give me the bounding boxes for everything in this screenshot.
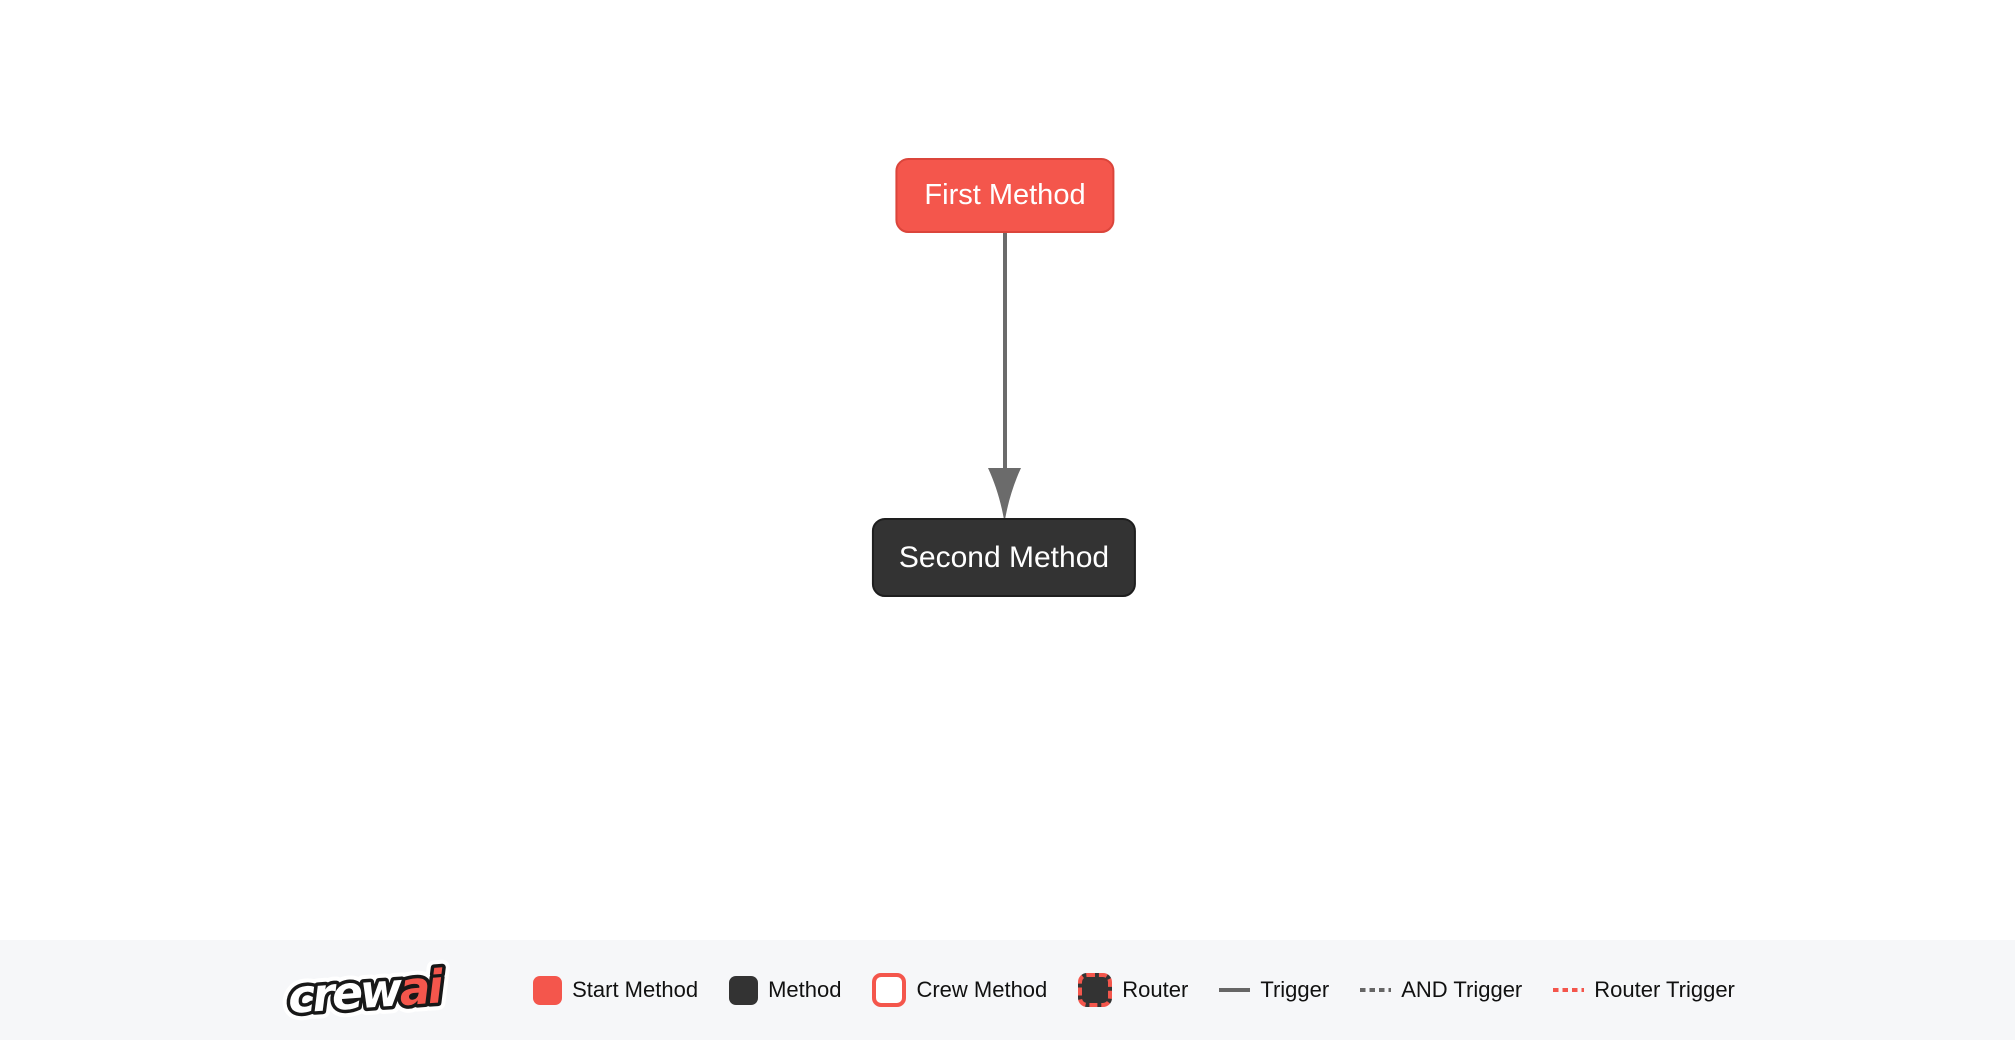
legend-item-crew-method: Crew Method	[872, 973, 1047, 1007]
crew-method-swatch-icon	[872, 973, 907, 1007]
legend-label: Router	[1122, 977, 1189, 1002]
arrowhead-down-icon	[988, 468, 1021, 518]
node-first-method[interactable]: First Method	[895, 158, 1115, 233]
legend-item-method: Method	[729, 975, 842, 1005]
legend-item-and-trigger: AND Trigger	[1360, 977, 1522, 1003]
legend-row: crewai crewai crewai Start Method Method…	[280, 954, 1735, 1026]
legend-label: AND Trigger	[1401, 977, 1523, 1002]
crewai-logo: crewai crewai crewai	[280, 954, 454, 1026]
logo-crew-text: crew	[286, 962, 405, 1024]
legend-label: Trigger	[1260, 977, 1330, 1002]
node-second-method-label: Second Method	[898, 540, 1110, 574]
router-swatch-icon	[1078, 973, 1113, 1007]
legend-item-router: Router	[1078, 973, 1188, 1007]
legend-item-start-method: Start Method	[533, 975, 699, 1005]
flow-canvas[interactable]: First Method Second Method	[0, 0, 2015, 940]
router-trigger-line-icon	[1553, 988, 1585, 992]
legend-item-router-trigger: Router Trigger	[1553, 977, 1735, 1003]
and-trigger-line-icon	[1360, 988, 1392, 992]
logo-outer-halo: crewai	[286, 959, 446, 1024]
logo-fill-text: crewai	[286, 959, 446, 1024]
trigger-edge-line	[1003, 233, 1007, 509]
start-method-swatch-icon	[533, 975, 563, 1005]
legend-footer: crewai crewai crewai Start Method Method…	[0, 940, 2015, 1040]
legend-label: Method	[768, 977, 842, 1002]
node-second-method[interactable]: Second Method	[871, 518, 1137, 597]
legend-label: Router Trigger	[1594, 977, 1735, 1002]
trigger-line-icon	[1219, 988, 1251, 992]
logo-ai-text: ai	[398, 959, 447, 1016]
legend-label: Start Method	[572, 977, 699, 1002]
legend-item-trigger: Trigger	[1219, 977, 1329, 1003]
method-swatch-icon	[729, 975, 759, 1005]
legend-label: Crew Method	[916, 977, 1048, 1002]
node-first-method-label: First Method	[924, 179, 1086, 211]
